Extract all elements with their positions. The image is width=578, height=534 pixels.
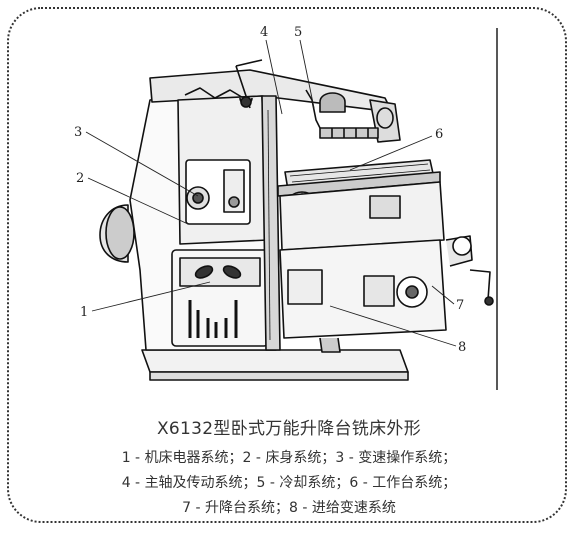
cutter [319, 92, 346, 113]
callout-5: 5 [294, 25, 302, 40]
callout-8: 8 [458, 340, 466, 355]
leader-6 [349, 135, 433, 171]
leader-5 [299, 39, 315, 109]
callout-4: 4 [260, 25, 268, 40]
callout-7: 7 [456, 298, 464, 313]
leader-1 [91, 281, 211, 312]
knee [279, 239, 447, 339]
callout-2: 2 [76, 171, 84, 186]
leader-3 [85, 131, 199, 197]
leader-8 [329, 305, 457, 347]
rounded-dotted-frame [7, 7, 567, 523]
callout-6: 6 [435, 127, 443, 142]
legend-line-2: 4 - 主轴及传动系统；5 - 冷却系统；6 - 工作台系统； [121, 475, 457, 491]
feed-gearbox [363, 275, 395, 307]
milling-machine-drawing: 1 2 3 4 5 6 7 8 [74, 25, 498, 390]
legend-line-1: 1 - 机床电器系统；2 - 床身系统；3 - 变速操作系统； [121, 450, 457, 466]
callout-3: 3 [74, 125, 82, 140]
figure-title: X6132型卧式万能升降台铣床外形 [156, 419, 421, 439]
machine-base [141, 349, 409, 373]
spindle-arbor [319, 127, 379, 139]
leader-7 [431, 285, 455, 305]
leader-4 [265, 39, 283, 115]
leader-2 [87, 177, 189, 225]
callout-1: 1 [80, 305, 88, 320]
coolant-nozzle [305, 89, 321, 129]
legend-line-3: 7 - 升降台系统；8 - 进给变速系统 [182, 500, 396, 516]
